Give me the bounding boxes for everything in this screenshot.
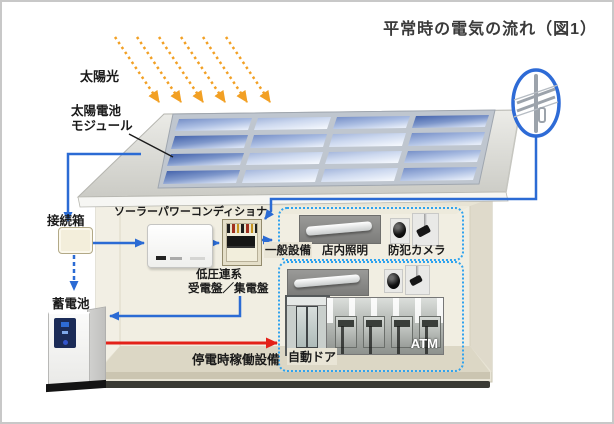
- outage-ceiling-camera-image: [405, 265, 430, 295]
- junction-box: [58, 227, 93, 254]
- solar-module-label: 太陽電池 モジュール: [71, 104, 133, 133]
- store-lighting-image: [299, 215, 381, 244]
- outage-lighting-image: [287, 269, 369, 296]
- conditioner-display: [156, 256, 166, 260]
- arrow-grid-to-panel: [264, 136, 538, 220]
- outage-dome-camera-image: [384, 269, 403, 293]
- arrow-roof-to-junction-box: [63, 152, 141, 222]
- camera-body-icon: [415, 224, 432, 238]
- sunlight-arrows: [113, 36, 272, 103]
- storage-battery-unit: [46, 305, 110, 393]
- camera-dome-icon: [387, 273, 400, 289]
- lv-distribution-panel: [222, 219, 262, 266]
- battery-display-panel: [54, 318, 76, 348]
- fluorescent-tube-icon: [305, 221, 373, 236]
- page-title: 平常時の電気の流れ（図1）: [383, 21, 597, 38]
- general-equipment-group-box: [278, 207, 464, 261]
- power-conditioner-label: ソーラーパワーコンディショナ: [114, 206, 268, 218]
- camera-dome-icon: [393, 222, 406, 238]
- lv-panel-label-line1: 低圧連系: [196, 269, 242, 281]
- auto-door-label: 自動ドア: [287, 348, 338, 365]
- security-camera-label: 防犯カメラ: [388, 245, 446, 257]
- panel-terminal-block: [227, 236, 255, 248]
- arrow-panel-to-battery: [109, 296, 242, 321]
- door-panel: [296, 306, 307, 348]
- ceiling-camera-image: [412, 213, 439, 246]
- outage-equipment-group-box: [278, 261, 464, 372]
- junction-box-label: 接続箱: [47, 214, 85, 228]
- conditioner-vent: [170, 257, 182, 260]
- solar-panel-array: [157, 109, 496, 189]
- panel-breakers: [227, 224, 257, 233]
- dome-camera-image: [390, 218, 410, 244]
- battery-label: 蓄電池: [52, 297, 90, 311]
- sunlight-label: 太陽光: [80, 69, 120, 84]
- door-panel: [307, 306, 318, 348]
- atm-label: ATM: [410, 336, 438, 351]
- conditioner-label-strip: [190, 257, 205, 260]
- camera-body-icon: [409, 274, 423, 287]
- solar-power-conditioner: [147, 224, 213, 268]
- utility-pole-icon: [511, 68, 561, 138]
- atm-row-image: ATM: [326, 297, 444, 355]
- automatic-door-image: [285, 295, 330, 356]
- general-equipment-label: 一般設備: [264, 242, 312, 258]
- electricity-flow-arrows-normal: [63, 136, 538, 321]
- lv-panel-label-line2: 受電盤／集電盤: [188, 283, 269, 295]
- store-lighting-label: 店内照明: [322, 245, 368, 257]
- module-label-leader-line: [128, 133, 174, 158]
- fluorescent-tube-icon: [293, 274, 361, 288]
- outage-equipment-label: 停電時稼働設備: [192, 353, 280, 367]
